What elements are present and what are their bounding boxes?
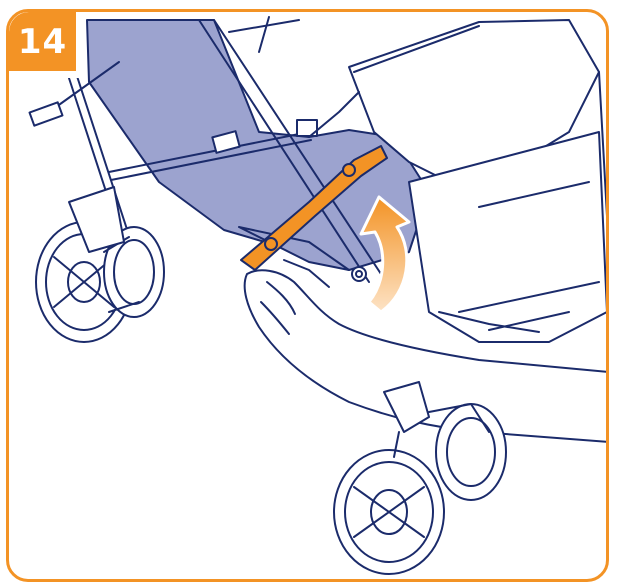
step-badge: 14 xyxy=(9,12,83,78)
rear-wheel-icon xyxy=(334,404,506,574)
strap-button-2 xyxy=(343,164,355,176)
instruction-panel: 14 xyxy=(6,9,609,582)
strap-button-1 xyxy=(265,238,277,250)
stroller-illustration xyxy=(9,12,609,582)
step-number: 14 xyxy=(18,22,67,62)
